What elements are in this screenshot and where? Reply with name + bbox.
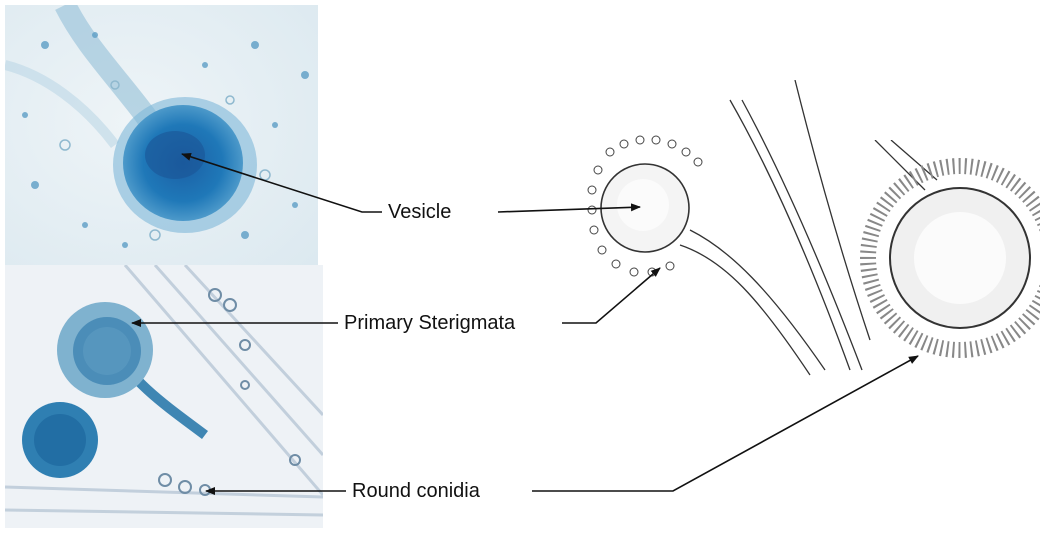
conidia-leader-right [532,356,918,491]
label-round-conidia: Round conidia [352,481,480,501]
vesicle-leader-left [182,154,382,212]
label-vesicle: Vesicle [388,202,451,222]
label-primary-sterigmata: Primary Sterigmata [344,313,515,333]
sterigmata-leader-right [562,268,660,323]
vesicle-leader-right [498,207,640,212]
